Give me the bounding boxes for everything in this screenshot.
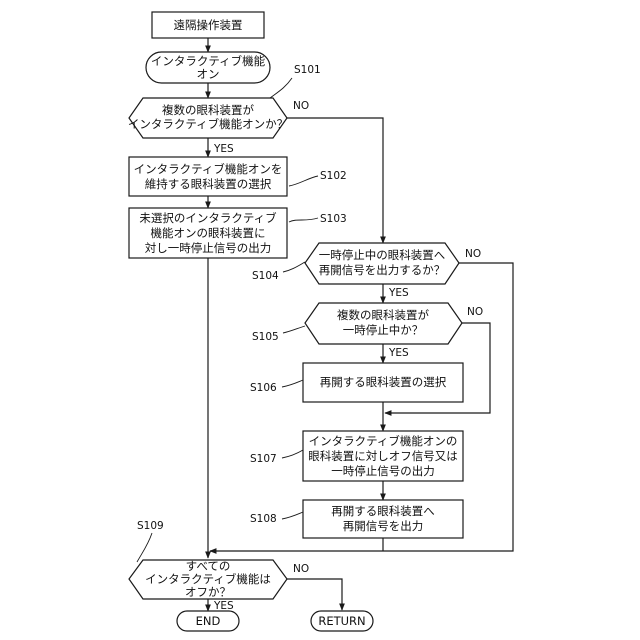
process-s108-text-1: 再開する眼科装置へ — [331, 504, 435, 518]
leader-s102 — [289, 176, 318, 186]
leader-s106 — [282, 380, 303, 387]
decision-s105-text-1: 複数の眼科装置が — [337, 308, 429, 322]
process-s106-text: 再開する眼科装置の選択 — [320, 375, 447, 389]
step-label-s107: S107 — [250, 453, 277, 465]
branch-s104-yes: YES — [388, 287, 409, 299]
leader-s103 — [289, 218, 318, 222]
node-interactive-on-text-1: インタラクティブ機能 — [151, 54, 266, 68]
terminal-return-text: RETURN — [318, 614, 365, 628]
leader-s108 — [282, 512, 303, 519]
leader-s105 — [283, 326, 305, 333]
decision-s104-text-2: 再開信号を出力するか？ — [319, 263, 446, 277]
step-label-s101: S101 — [294, 64, 321, 76]
leader-s101 — [270, 78, 292, 98]
leader-s109 — [137, 533, 152, 562]
process-s107-text-1: インタラクティブ機能オンの — [309, 434, 458, 448]
decision-s109-text-1: すべての — [186, 559, 231, 573]
step-label-s106: S106 — [250, 382, 277, 394]
arrow-s109-no — [287, 579, 342, 610]
process-s107-text-2: 眼科装置に対しオフ信号又は — [308, 449, 458, 463]
decision-s101-text-1: 複数の眼科装置が — [162, 103, 254, 117]
decision-s104-text-1: 一時停止中の眼科装置へ — [319, 248, 446, 262]
branch-s101-yes: YES — [213, 143, 234, 155]
step-label-s105: S105 — [252, 331, 279, 343]
branch-s109-no: NO — [293, 563, 309, 575]
decision-s109-text-2: インタラクティブ機能は — [145, 572, 271, 586]
step-label-s104: S104 — [252, 270, 279, 282]
terminal-end-text: END — [196, 614, 221, 628]
process-s107-text-3: 一時停止信号の出力 — [331, 464, 435, 478]
process-s102-text-1: インタラクティブ機能オンを — [134, 162, 283, 176]
node-remote-device-text: 遠隔操作装置 — [174, 18, 243, 32]
step-label-s103: S103 — [320, 213, 347, 225]
decision-s109-text-3: オフか？ — [185, 585, 231, 599]
process-s103-text-2: 機能オンの眼科装置に — [151, 226, 266, 240]
decision-s105-text-2: 一時停止中か？ — [343, 323, 424, 337]
decision-s101-text-2: インタラクティブ機能オンか？ — [128, 117, 288, 131]
node-interactive-on-text-2: オン — [197, 67, 220, 81]
branch-s105-no: NO — [467, 306, 483, 318]
branch-s105-yes: YES — [388, 347, 409, 359]
branch-s104-no: NO — [465, 248, 481, 260]
process-s108-text-2: 再開信号を出力 — [343, 519, 424, 533]
leader-s107 — [282, 450, 303, 458]
step-label-s109: S109 — [137, 520, 164, 532]
leader-s104 — [283, 262, 305, 272]
process-s103-text-3: 対し一時停止信号の出力 — [145, 241, 272, 255]
step-label-s108: S108 — [250, 513, 277, 525]
branch-s101-no: NO — [293, 100, 309, 112]
process-s102-text-2: 維持する眼科装置の選択 — [145, 177, 272, 191]
step-label-s102: S102 — [320, 170, 347, 182]
process-s103-text-1: 未選択のインタラクティブ — [139, 211, 277, 225]
branch-s109-yes: YES — [213, 600, 234, 612]
